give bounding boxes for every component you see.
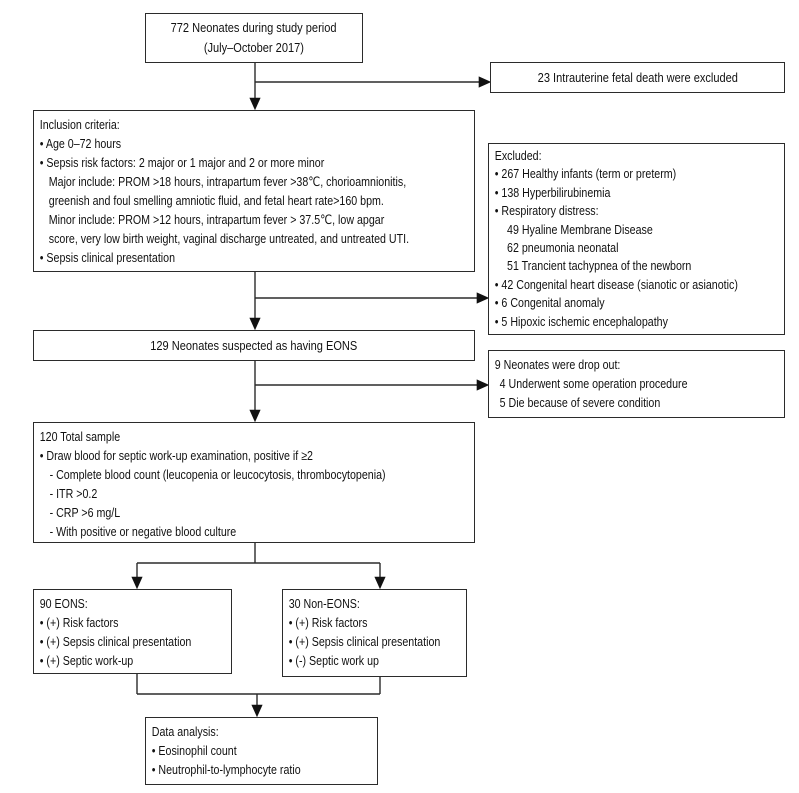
text-line: Inclusion criteria: — [39, 117, 120, 132]
text-line: • 5 Hipoxic ischemic encephalopathy — [494, 313, 668, 329]
text-line: 5 Die because of severe condition — [499, 395, 661, 410]
box-eons-group: 90 EONS: • (+) Risk factors • (+) Sepsis… — [33, 589, 232, 674]
text-line: • Eosinophil count — [151, 743, 237, 758]
text-line: 51 Trancient tachypnea of the newborn — [507, 258, 692, 274]
text-line: • Sepsis clinical presentation — [39, 250, 176, 265]
box-fetal-death-excluded: 23 Intrauterine fetal death were exclude… — [490, 62, 785, 93]
text-line: - Complete blood count (leucopenia or le… — [49, 467, 386, 482]
text-line: score, very low birth weight, vaginal di… — [48, 231, 410, 246]
text-line: 772 Neonates during study period — [171, 20, 337, 35]
text-line: Major include: PROM >18 hours, intrapart… — [48, 174, 407, 189]
text-line: • (+) Septic work-up — [39, 653, 134, 668]
box-total-neonates: 772 Neonates during study period (July–O… — [145, 13, 363, 63]
text-line: • Draw blood for septic work-up examinat… — [39, 448, 313, 463]
text-line: 90 EONS: — [39, 596, 88, 611]
text-line: • 138 Hyperbilirubinemia — [494, 184, 611, 200]
text-line: • (+) Sepsis clinical presentation — [288, 634, 441, 649]
text-line: • Age 0–72 hours — [39, 136, 122, 151]
box-non-eons-group: 30 Non-EONS: • (+) Risk factors • (+) Se… — [282, 589, 467, 677]
text-line: • (+) Risk factors — [288, 615, 368, 630]
box-data-analysis: Data analysis: • Eosinophil count • Neut… — [145, 717, 378, 785]
text-line: • Sepsis risk factors: 2 major or 1 majo… — [39, 155, 325, 170]
text-line: • 42 Congenital heart disease (sianotic … — [494, 276, 738, 292]
text-line: 4 Underwent some operation procedure — [499, 376, 688, 391]
text-line: greenish and foul smelling amniotic flui… — [48, 193, 384, 208]
text-line: 62 pneumonia neonatal — [507, 240, 619, 256]
split-connector — [137, 543, 380, 564]
text-line: • 6 Congenital anomaly — [494, 295, 605, 311]
text-line: 30 Non-EONS: — [288, 596, 360, 611]
text-line: • (+) Sepsis clinical presentation — [39, 634, 192, 649]
text-line: • 267 Healthy infants (term or preterm) — [494, 166, 677, 182]
text-line: - CRP >6 mg/L — [49, 505, 121, 520]
text-line: Minor include: PROM >12 hours, intrapart… — [48, 212, 385, 227]
merge-connector — [136, 674, 381, 695]
text-line: • (-) Septic work up — [288, 653, 379, 668]
box-inclusion-criteria: Inclusion criteria: • Age 0–72 hours • S… — [33, 110, 475, 272]
text-line: 120 Total sample — [39, 429, 121, 444]
box-excluded: Excluded: • 267 Healthy infants (term or… — [488, 143, 785, 335]
text-line: (July–October 2017) — [203, 40, 305, 55]
text-line: - ITR >0.2 — [49, 486, 98, 501]
text-line: • Neutrophil-to-lymphocyte ratio — [151, 762, 301, 777]
text-line: 49 Hyaline Membrane Disease — [507, 221, 653, 237]
text-line: • (+) Risk factors — [39, 615, 119, 630]
box-drop-out: 9 Neonates were drop out: 4 Underwent so… — [488, 350, 785, 418]
box-total-sample: 120 Total sample • Draw blood for septic… — [33, 422, 475, 543]
text-line: - With positive or negative blood cultur… — [49, 524, 237, 539]
text-line: 23 Intrauterine fetal death were exclude… — [537, 69, 738, 85]
text-line: Data analysis: — [151, 724, 219, 739]
text-line: 129 Neonates suspected as having EONS — [150, 337, 358, 353]
text-line: 9 Neonates were drop out: — [494, 357, 621, 372]
text-line: • Respiratory distress: — [494, 203, 599, 219]
text-line: Excluded: — [494, 148, 542, 163]
box-suspected-eons: 129 Neonates suspected as having EONS — [33, 330, 475, 361]
